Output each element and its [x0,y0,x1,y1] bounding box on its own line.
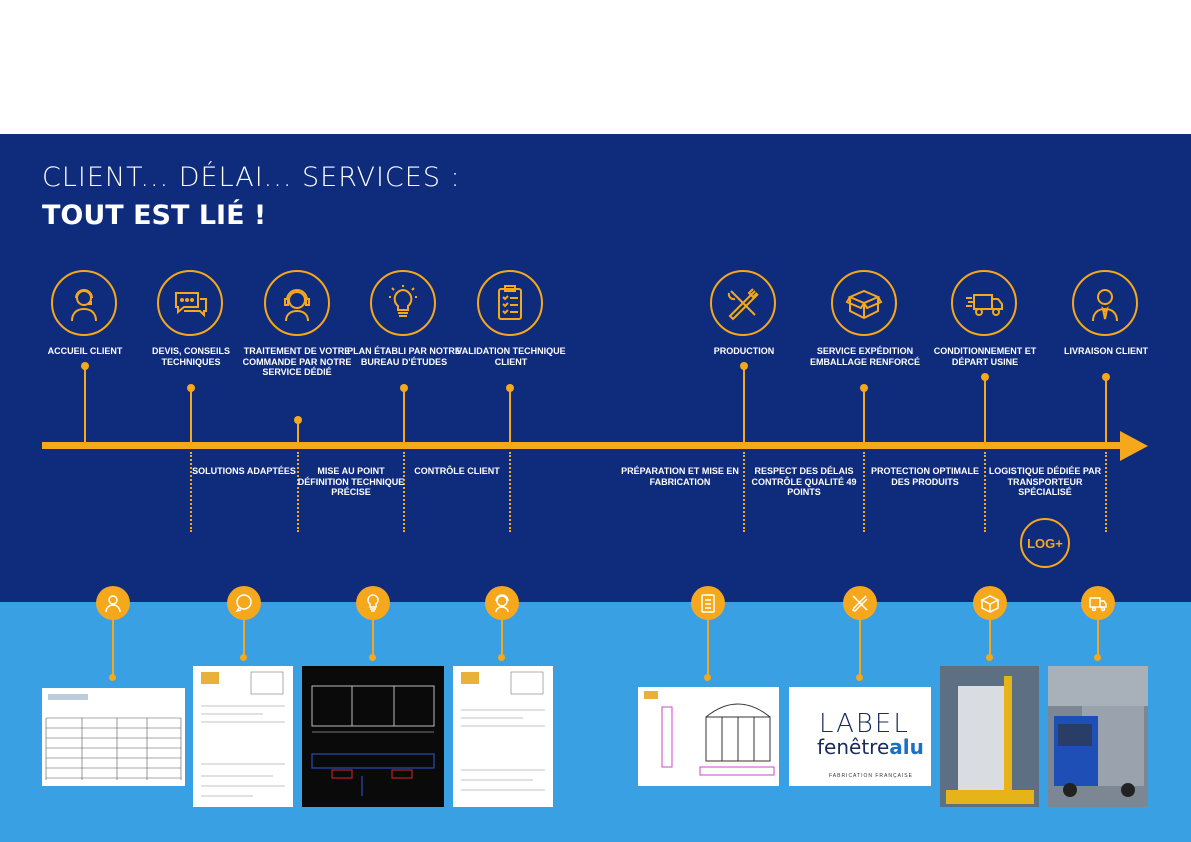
connector-dot [704,674,711,681]
navy-band [0,134,1191,602]
step-label-production: PRODUCTION [713,346,775,356]
box-icon [973,586,1007,620]
sub-label-respect-delais: RESPECT DES DÉLAIS CONTRÔLE QUALITÉ 49 P… [751,466,857,497]
client-headset-icon [51,270,117,336]
box-icon [831,270,897,336]
step-label-plan: PLAN ÉTABLI PAR NOTRE BUREAU D'ÉTUDES [347,346,461,367]
fabrication-drawing-thumbnail [638,687,779,786]
dotted-stem [509,452,511,532]
lightbulb-icon [356,586,390,620]
sub-label-controle-client: CONTRÔLE CLIENT [414,466,500,476]
timeline-stem [297,420,299,444]
clipboard-checklist-icon [477,270,543,336]
order-document-thumbnail [193,666,293,807]
validation-document-thumbnail [453,666,553,807]
timeline-stem [863,388,865,444]
step-label-expedition: SERVICE EXPÉDITION EMBALLAGE RENFORCÉ [810,346,920,367]
timeline-stem [84,366,86,444]
client-headset-icon [96,586,130,620]
step-label-validation: VALIDATION TECHNIQUE CLIENT [456,346,566,367]
log-plus-badge: LOG+ [1020,518,1070,568]
connector-stem [989,620,991,656]
clipboard-checklist-icon [691,586,725,620]
sub-label-preparation: PRÉPARATION ET MISE EN FABRICATION [621,466,739,487]
operator-headset-icon [485,586,519,620]
quote-document-thumbnail [42,688,185,786]
connector-dot [986,654,993,661]
connector-stem [112,620,114,676]
delivery-truck-icon [951,270,1017,336]
timeline-axis [42,442,1122,449]
connector-stem [859,620,861,676]
tools-icon [710,270,776,336]
speech-bubble-icon [227,586,261,620]
connector-dot [369,654,376,661]
dotted-stem [190,452,192,532]
sub-label-solutions: SOLUTIONS ADAPTÉES [192,466,296,476]
timeline-arrow-icon [1120,431,1148,461]
technical-plan-thumbnail [302,666,444,807]
connector-stem [707,620,709,676]
timeline-stem [403,388,405,444]
connector-stem [501,620,503,656]
connector-dot [240,654,247,661]
timeline-stem [509,388,511,444]
dotted-stem [403,452,405,532]
client-tie-icon [1072,270,1138,336]
connector-stem [1097,620,1099,656]
connector-dot [498,654,505,661]
step-label-accueil-client: ACCUEIL CLIENT [47,346,123,356]
connector-stem [372,620,374,656]
step-label-traitement: TRAITEMENT DE VOTRE COMMANDE PAR NOTRE S… [242,346,352,377]
operator-headset-icon [264,270,330,336]
sub-label-mise-au-point: MISE AU POINT DÉFINITION TECHNIQUE PRÉCI… [297,466,405,497]
delivery-truck-icon [1081,586,1115,620]
dotted-stem [743,452,745,532]
sub-label-protection: PROTECTION OPTIMALE DES PRODUITS [871,466,979,487]
title-line-1: CLIENT... DÉLAI... SERVICES : [42,162,461,193]
speech-bubble-icon [157,270,223,336]
dotted-stem [863,452,865,532]
connector-dot [856,674,863,681]
delivery-truck-photo [1048,666,1148,807]
timeline-stem [190,388,192,444]
label-fenetre-alu-logo: LABEL fenêtrealu FABRICATION FRANÇAISE [789,687,931,786]
step-label-devis: DEVIS, CONSEILS TECHNIQUES [151,346,231,367]
connector-dot [1094,654,1101,661]
dotted-stem [297,452,299,532]
timeline-stem [984,377,986,444]
dotted-stem [984,452,986,532]
tools-icon [843,586,877,620]
step-label-livraison: LIVRAISON CLIENT [1063,346,1148,356]
connector-dot [109,674,116,681]
timeline-stem [743,366,745,444]
step-label-conditionnement: CONDITIONNEMENT ET DÉPART USINE [933,346,1037,367]
dotted-stem [1105,452,1107,532]
connector-stem [243,620,245,656]
packaging-photo [940,666,1039,807]
sub-label-logistique: LOGISTIQUE DÉDIÉE PAR TRANSPORTEUR SPÉCI… [988,466,1102,497]
timeline-stem [1105,377,1107,444]
lightbulb-icon [370,270,436,336]
title-line-2: TOUT EST LIÉ ! [42,200,267,231]
